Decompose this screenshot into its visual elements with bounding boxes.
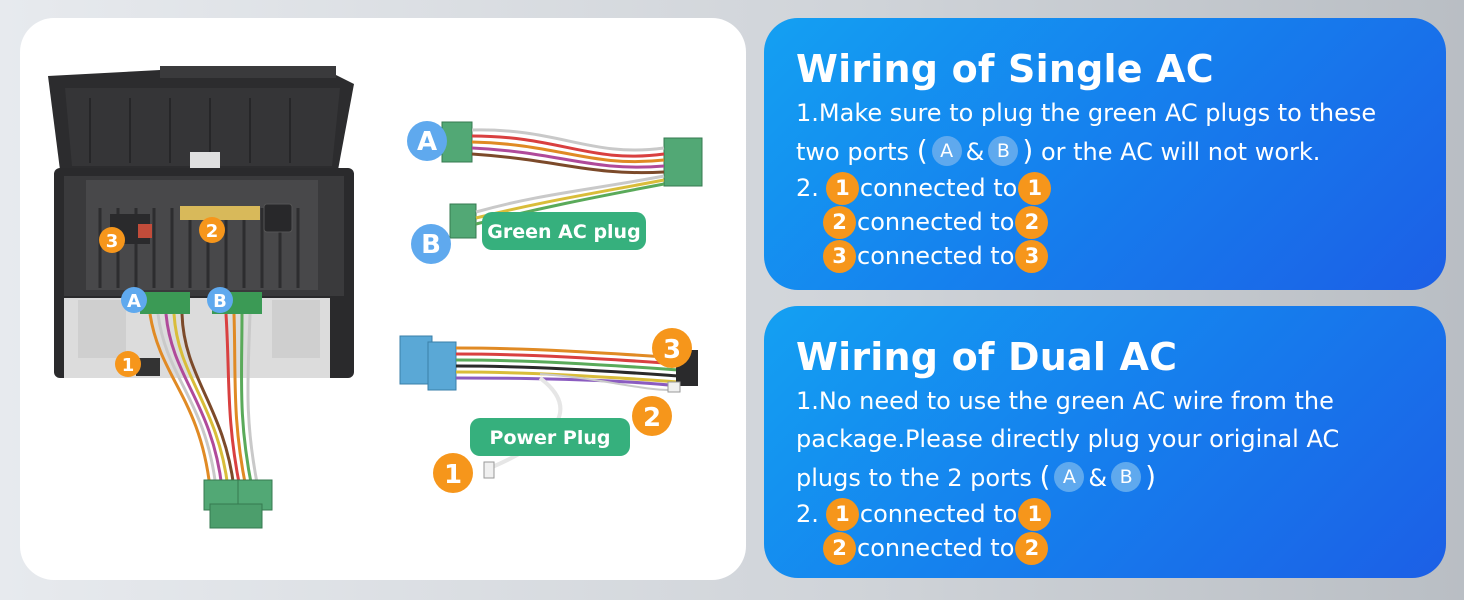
from-number-badge: 3 — [823, 239, 856, 273]
connected-to-text: connected to — [859, 174, 1018, 202]
port-a-badge: A — [931, 136, 962, 166]
single-ac-step-row-3: 3 connected to 3 — [796, 239, 1414, 273]
green-ac-harness: A B Green AC plug — [407, 121, 703, 264]
svg-text:2: 2 — [206, 221, 219, 242]
to-number-badge: 2 — [1015, 205, 1049, 239]
from-number-badge: 2 — [823, 205, 856, 239]
head-unit-ac-wires — [148, 313, 260, 489]
single-ac-line2: two ports (A&B) or the AC will not work. — [796, 132, 1414, 171]
dual-ac-line2: package.Please directly plug your origin… — [796, 425, 1340, 453]
svg-text:Green AC plug: Green AC plug — [487, 221, 640, 243]
connected-to-text: connected to — [857, 534, 1015, 562]
dual-ac-line3: plugs to the 2 ports (A&B) — [796, 458, 1414, 497]
dual-ac-card: Wiring of Dual AC 1.No need to use the g… — [764, 306, 1446, 578]
svg-text:1: 1 — [444, 460, 462, 490]
connected-to-text: connected to — [857, 242, 1015, 270]
single-ac-card: Wiring of Single AC 1.Make sure to plug … — [764, 18, 1446, 290]
to-number-badge: 2 — [1015, 531, 1049, 565]
from-number-badge: 1 — [825, 497, 859, 531]
from-number-badge: 2 — [823, 531, 856, 565]
dual-ac-step-row-1: 2. 1 connected to 1 — [796, 497, 1414, 531]
dual-ac-line1: 1.No need to use the green AC wire from … — [796, 387, 1334, 415]
connected-to-text: connected to — [859, 500, 1018, 528]
wiring-illustration: A B 3 2 1 — [48, 66, 703, 529]
port-b-badge: B — [207, 287, 233, 313]
svg-text:A: A — [417, 127, 437, 157]
dual-ac-title: Wiring of Dual AC — [796, 335, 1178, 379]
number-badge-1: 1 — [115, 351, 141, 377]
svg-text:3: 3 — [663, 335, 681, 365]
close-paren: ) — [1022, 134, 1034, 167]
to-number-badge: 3 — [1015, 239, 1049, 273]
from-number-badge: 1 — [825, 171, 859, 205]
single-ac-line2-post: or the AC will not work. — [1040, 138, 1321, 166]
port-b-badge: B — [1111, 462, 1142, 492]
port-a-badge: A — [121, 287, 147, 313]
head-unit-back — [48, 66, 354, 378]
svg-text:3: 3 — [106, 231, 119, 252]
svg-text:A: A — [127, 291, 141, 312]
single-ac-step-row-2: 2 connected to 2 — [796, 205, 1414, 239]
svg-text:Power Plug: Power Plug — [490, 427, 611, 449]
product-photo-panel: A B 3 2 1 — [20, 18, 746, 580]
power-harness: 3 2 1 Power Plug — [399, 328, 698, 493]
open-paren: ( — [1039, 460, 1051, 493]
connected-to-text: connected to — [857, 208, 1015, 236]
single-ac-step-row-1: 2. 1 connected to 1 — [796, 171, 1414, 205]
to-number-badge: 1 — [1018, 497, 1052, 531]
ampersand: & — [1088, 464, 1108, 492]
dual-ac-line3-pre: plugs to the 2 ports — [796, 464, 1032, 492]
number-badge-2: 2 — [199, 217, 225, 243]
dual-ac-step-row-2: 2 connected to 2 — [796, 531, 1414, 565]
step-prefix: 2. — [796, 500, 819, 528]
single-ac-line1: 1.Make sure to plug the green AC plugs t… — [796, 99, 1377, 127]
head-unit-green-plugs — [203, 479, 273, 529]
step-prefix: 2. — [796, 174, 819, 202]
to-number-badge: 1 — [1018, 171, 1052, 205]
ampersand: & — [965, 138, 985, 166]
single-ac-line2-pre: two ports — [796, 138, 910, 166]
svg-text:2: 2 — [643, 403, 661, 433]
close-paren: ) — [1145, 460, 1157, 493]
open-paren: ( — [916, 134, 928, 167]
svg-text:1: 1 — [122, 355, 135, 376]
single-ac-title: Wiring of Single AC — [796, 47, 1214, 91]
svg-text:B: B — [213, 291, 227, 312]
number-badge-3: 3 — [99, 227, 125, 253]
svg-text:B: B — [421, 230, 441, 260]
port-b-badge: B — [988, 136, 1019, 166]
port-a-badge: A — [1054, 462, 1085, 492]
